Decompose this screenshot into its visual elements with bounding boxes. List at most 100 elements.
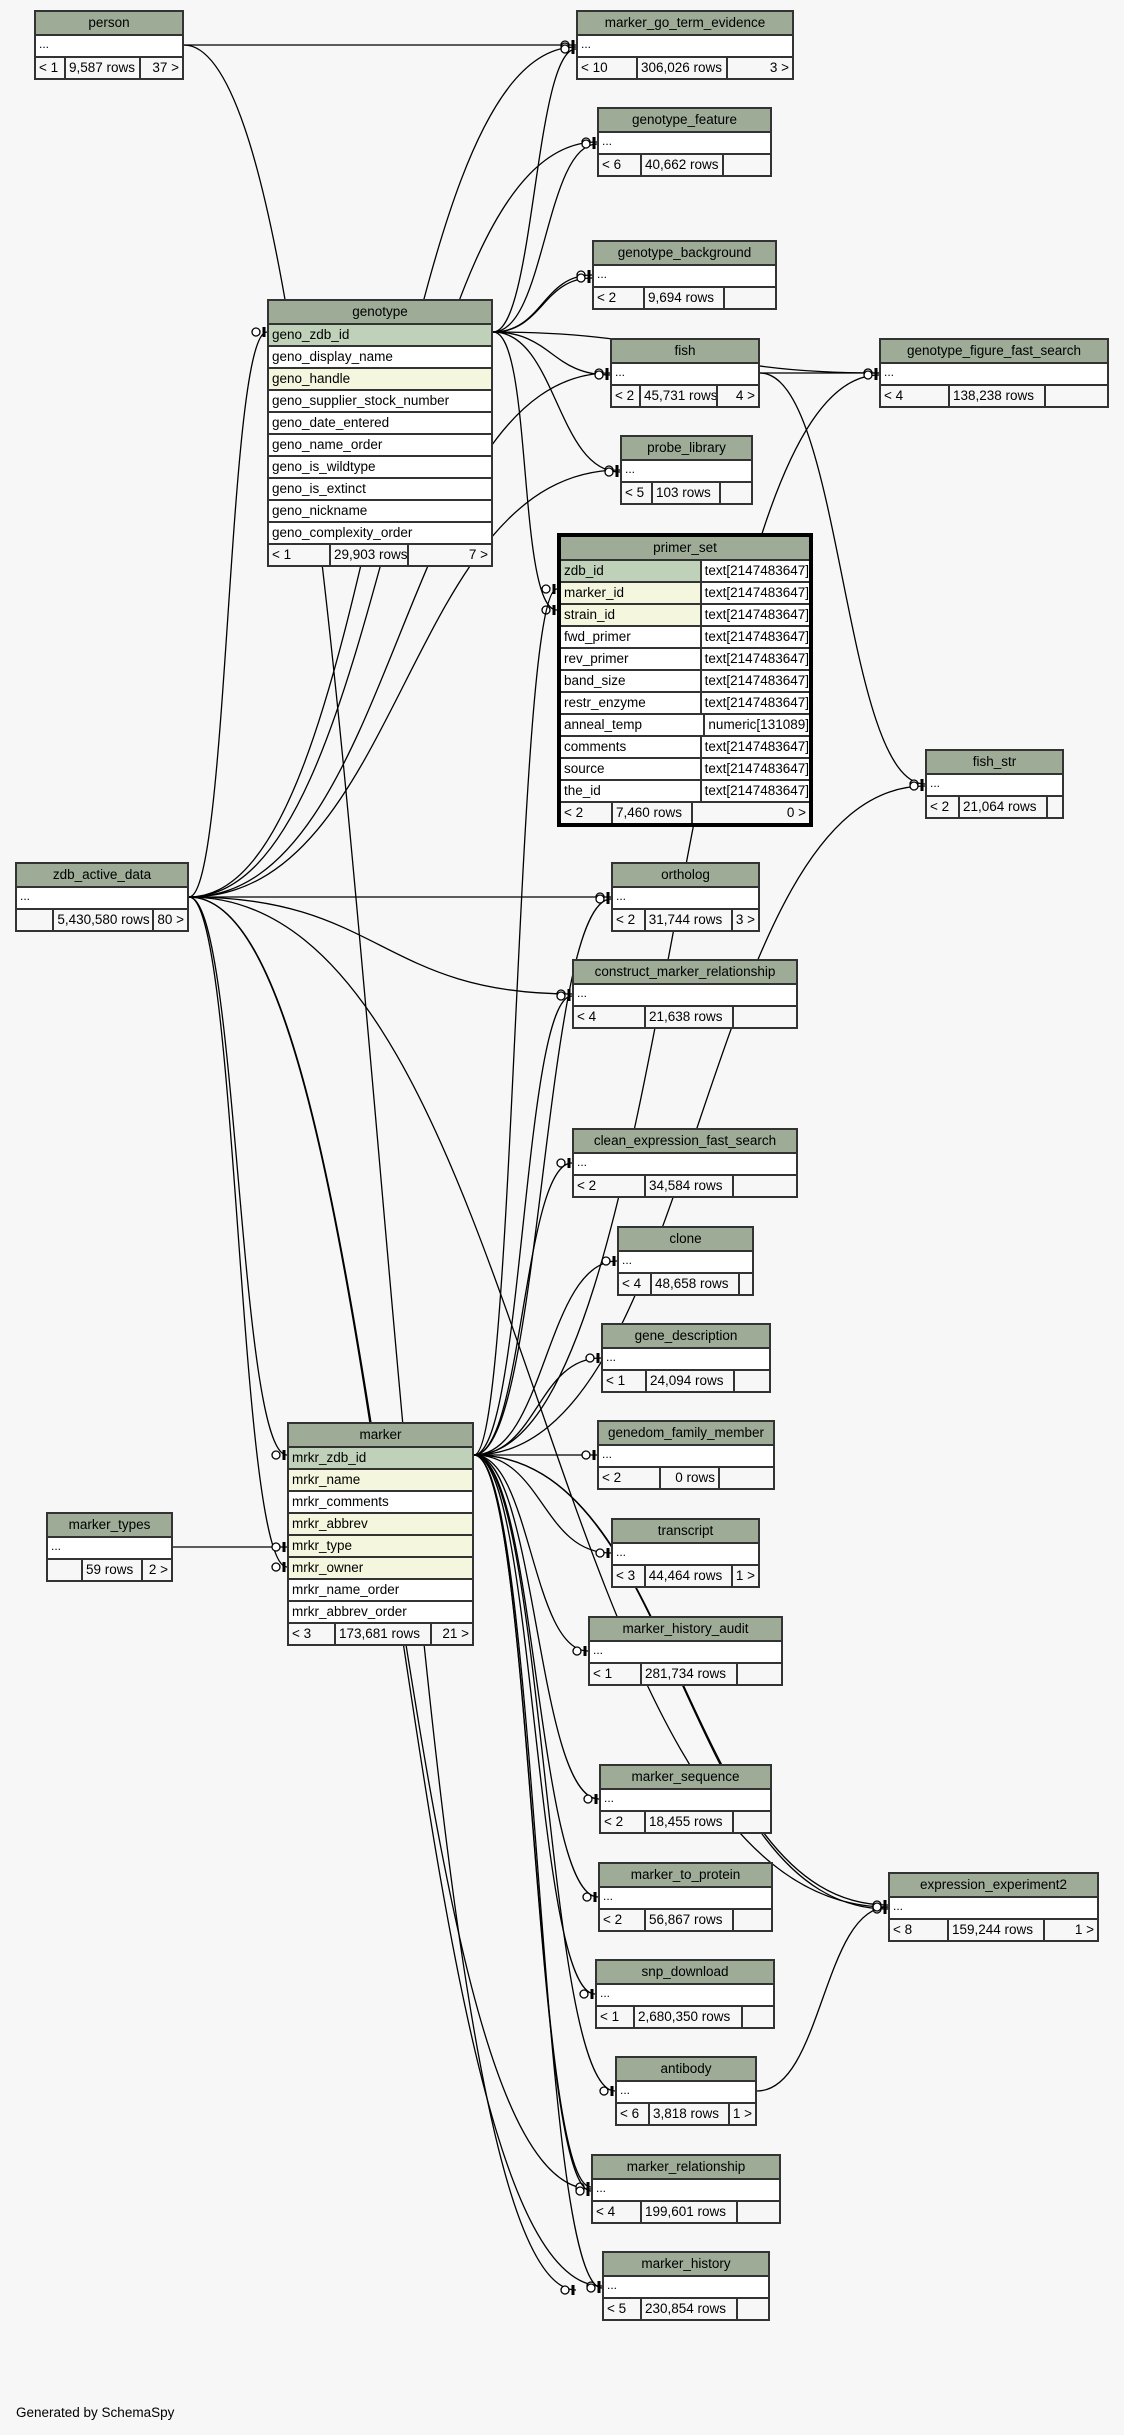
child-count[interactable] xyxy=(1046,797,1062,817)
table-clone[interactable]: clone ... < 4 48,658 rows xyxy=(617,1226,754,1296)
child-count[interactable] xyxy=(1044,386,1107,406)
table-marker-history[interactable]: marker_history ... < 5 230,854 rows xyxy=(602,2251,770,2321)
table-marker-history-audit[interactable]: marker_history_audit ... < 1 281,734 row… xyxy=(588,1616,783,1686)
table-marker-types[interactable]: marker_types ... 59 rows 2 > xyxy=(46,1512,173,1582)
column-geno-nickname[interactable]: geno_nickname xyxy=(269,501,491,523)
table-probe-library[interactable]: probe_library ... < 5 103 rows xyxy=(620,435,753,505)
table-title[interactable]: genotype_background xyxy=(594,242,775,266)
parent-count[interactable]: < 1 xyxy=(606,1373,626,1388)
table-title[interactable]: clean_expression_fast_search xyxy=(574,1130,796,1154)
table-title[interactable]: marker_history xyxy=(604,2253,768,2277)
parent-count[interactable]: < 6 xyxy=(620,2106,640,2121)
column-mrkr-owner[interactable]: mrkr_owner xyxy=(289,1558,472,1580)
parent-count[interactable]: < 2 xyxy=(604,1814,624,1829)
parent-count[interactable]: < 2 xyxy=(615,388,635,403)
child-count[interactable]: 4 > xyxy=(716,386,758,406)
table-title[interactable]: construct_marker_relationship xyxy=(574,961,796,985)
column-geno-supplier-stock-number[interactable]: geno_supplier_stock_number xyxy=(269,391,491,413)
parent-count[interactable]: < 2 xyxy=(930,799,950,814)
parent-count[interactable]: < 3 xyxy=(292,1626,312,1641)
table-marker-to-protein[interactable]: marker_to_protein ... < 2 56,867 rows xyxy=(598,1862,773,1932)
table-title[interactable]: marker_relationship xyxy=(593,2156,779,2180)
child-count[interactable] xyxy=(736,1664,781,1684)
parent-count[interactable]: < 2 xyxy=(602,1470,622,1485)
child-count[interactable]: 2 > xyxy=(141,1560,171,1580)
column-mrkr-name-order[interactable]: mrkr_name_order xyxy=(289,1580,472,1602)
parent-count[interactable]: < 2 xyxy=(603,1912,623,1927)
parent-count[interactable]: < 3 xyxy=(616,1568,636,1583)
table-title[interactable]: fish xyxy=(612,340,758,364)
parent-count[interactable]: < 1 xyxy=(600,2009,620,2024)
child-count[interactable] xyxy=(718,1468,773,1488)
table-genotype-figure-fast-search[interactable]: genotype_figure_fast_search ... < 4 138,… xyxy=(879,338,1109,408)
table-title[interactable]: genotype_figure_fast_search xyxy=(881,340,1107,364)
child-count[interactable]: 0 > xyxy=(691,803,809,823)
table-genotype[interactable]: genotype geno_zdb_id geno_display_name g… xyxy=(267,299,493,567)
child-count[interactable] xyxy=(741,2007,773,2027)
child-count[interactable] xyxy=(723,288,775,308)
table-title[interactable]: marker_go_term_evidence xyxy=(578,12,792,36)
table-expression-experiment2[interactable]: expression_experiment2 ... < 8 159,244 r… xyxy=(888,1872,1099,1942)
table-fish[interactable]: fish ... < 2 45,731 rows 4 > xyxy=(610,338,760,408)
parent-count[interactable]: < 2 xyxy=(577,1178,597,1193)
parent-count[interactable]: < 2 xyxy=(564,805,584,820)
table-title[interactable]: snp_download xyxy=(597,1961,773,1985)
table-title[interactable]: marker_history_audit xyxy=(590,1618,781,1642)
column-geno-complexity-order[interactable]: geno_complexity_order xyxy=(269,523,491,545)
child-count[interactable]: 1 > xyxy=(1043,1920,1097,1940)
parent-count[interactable] xyxy=(17,910,52,930)
table-genedom-family-member[interactable]: genedom_family_member ... < 2 0 rows xyxy=(597,1420,775,1490)
parent-count[interactable]: < 8 xyxy=(893,1922,913,1937)
column-geno-name-order[interactable]: geno_name_order xyxy=(269,435,491,457)
child-count[interactable] xyxy=(736,2299,768,2319)
table-antibody[interactable]: antibody ... < 6 3,818 rows 1 > xyxy=(615,2056,757,2126)
table-title[interactable]: primer_set xyxy=(561,537,809,561)
table-person[interactable]: person ... < 1 9,587 rows 37 > xyxy=(34,10,184,80)
table-title[interactable]: antibody xyxy=(617,2058,755,2082)
parent-count[interactable]: < 2 xyxy=(616,912,636,927)
column-geno-is-wildtype[interactable]: geno_is_wildtype xyxy=(269,457,491,479)
child-count[interactable]: 1 > xyxy=(727,2104,755,2124)
parent-count[interactable]: < 6 xyxy=(602,157,622,172)
table-fish-str[interactable]: fish_str ... < 2 21,064 rows xyxy=(925,749,1064,819)
column-mrkr-abbrev[interactable]: mrkr_abbrev xyxy=(289,1514,472,1536)
parent-count[interactable]: < 1 xyxy=(39,60,59,75)
parent-count[interactable]: < 5 xyxy=(607,2301,627,2316)
table-title[interactable]: genotype_feature xyxy=(599,109,770,133)
child-count[interactable] xyxy=(719,483,751,503)
child-count[interactable] xyxy=(732,1007,796,1027)
table-ortholog[interactable]: ortholog ... < 2 31,744 rows 3 > xyxy=(611,862,760,932)
table-marker[interactable]: marker mrkr_zdb_id mrkr_name mrkr_commen… xyxy=(287,1422,474,1646)
child-count[interactable]: 37 > xyxy=(139,58,182,78)
child-count[interactable]: 21 > xyxy=(430,1624,472,1644)
table-title[interactable]: ortholog xyxy=(613,864,758,888)
column-mrkr-comments[interactable]: mrkr_comments xyxy=(289,1492,472,1514)
column-geno-handle[interactable]: geno_handle xyxy=(269,369,491,391)
child-count[interactable] xyxy=(732,1812,770,1832)
table-title[interactable]: marker_to_protein xyxy=(600,1864,771,1888)
table-genotype-feature[interactable]: genotype_feature ... < 6 40,662 rows xyxy=(597,107,772,177)
table-title[interactable]: probe_library xyxy=(622,437,751,461)
child-count[interactable]: 3 > xyxy=(730,910,758,930)
table-title[interactable]: zdb_active_data xyxy=(17,864,187,888)
parent-count[interactable]: < 4 xyxy=(622,1276,642,1291)
child-count[interactable] xyxy=(722,155,770,175)
table-transcript[interactable]: transcript ... < 3 44,464 rows 1 > xyxy=(611,1518,760,1588)
parent-count[interactable]: < 4 xyxy=(596,2204,616,2219)
table-title[interactable]: person xyxy=(36,12,182,36)
column-mrkr-type[interactable]: mrkr_type xyxy=(289,1536,472,1558)
table-title[interactable]: clone xyxy=(619,1228,752,1252)
column-geno-zdb-id[interactable]: geno_zdb_id xyxy=(269,325,491,347)
table-title[interactable]: fish_str xyxy=(927,751,1062,775)
child-count[interactable] xyxy=(732,1176,796,1196)
child-count[interactable]: 80 > xyxy=(152,910,187,930)
